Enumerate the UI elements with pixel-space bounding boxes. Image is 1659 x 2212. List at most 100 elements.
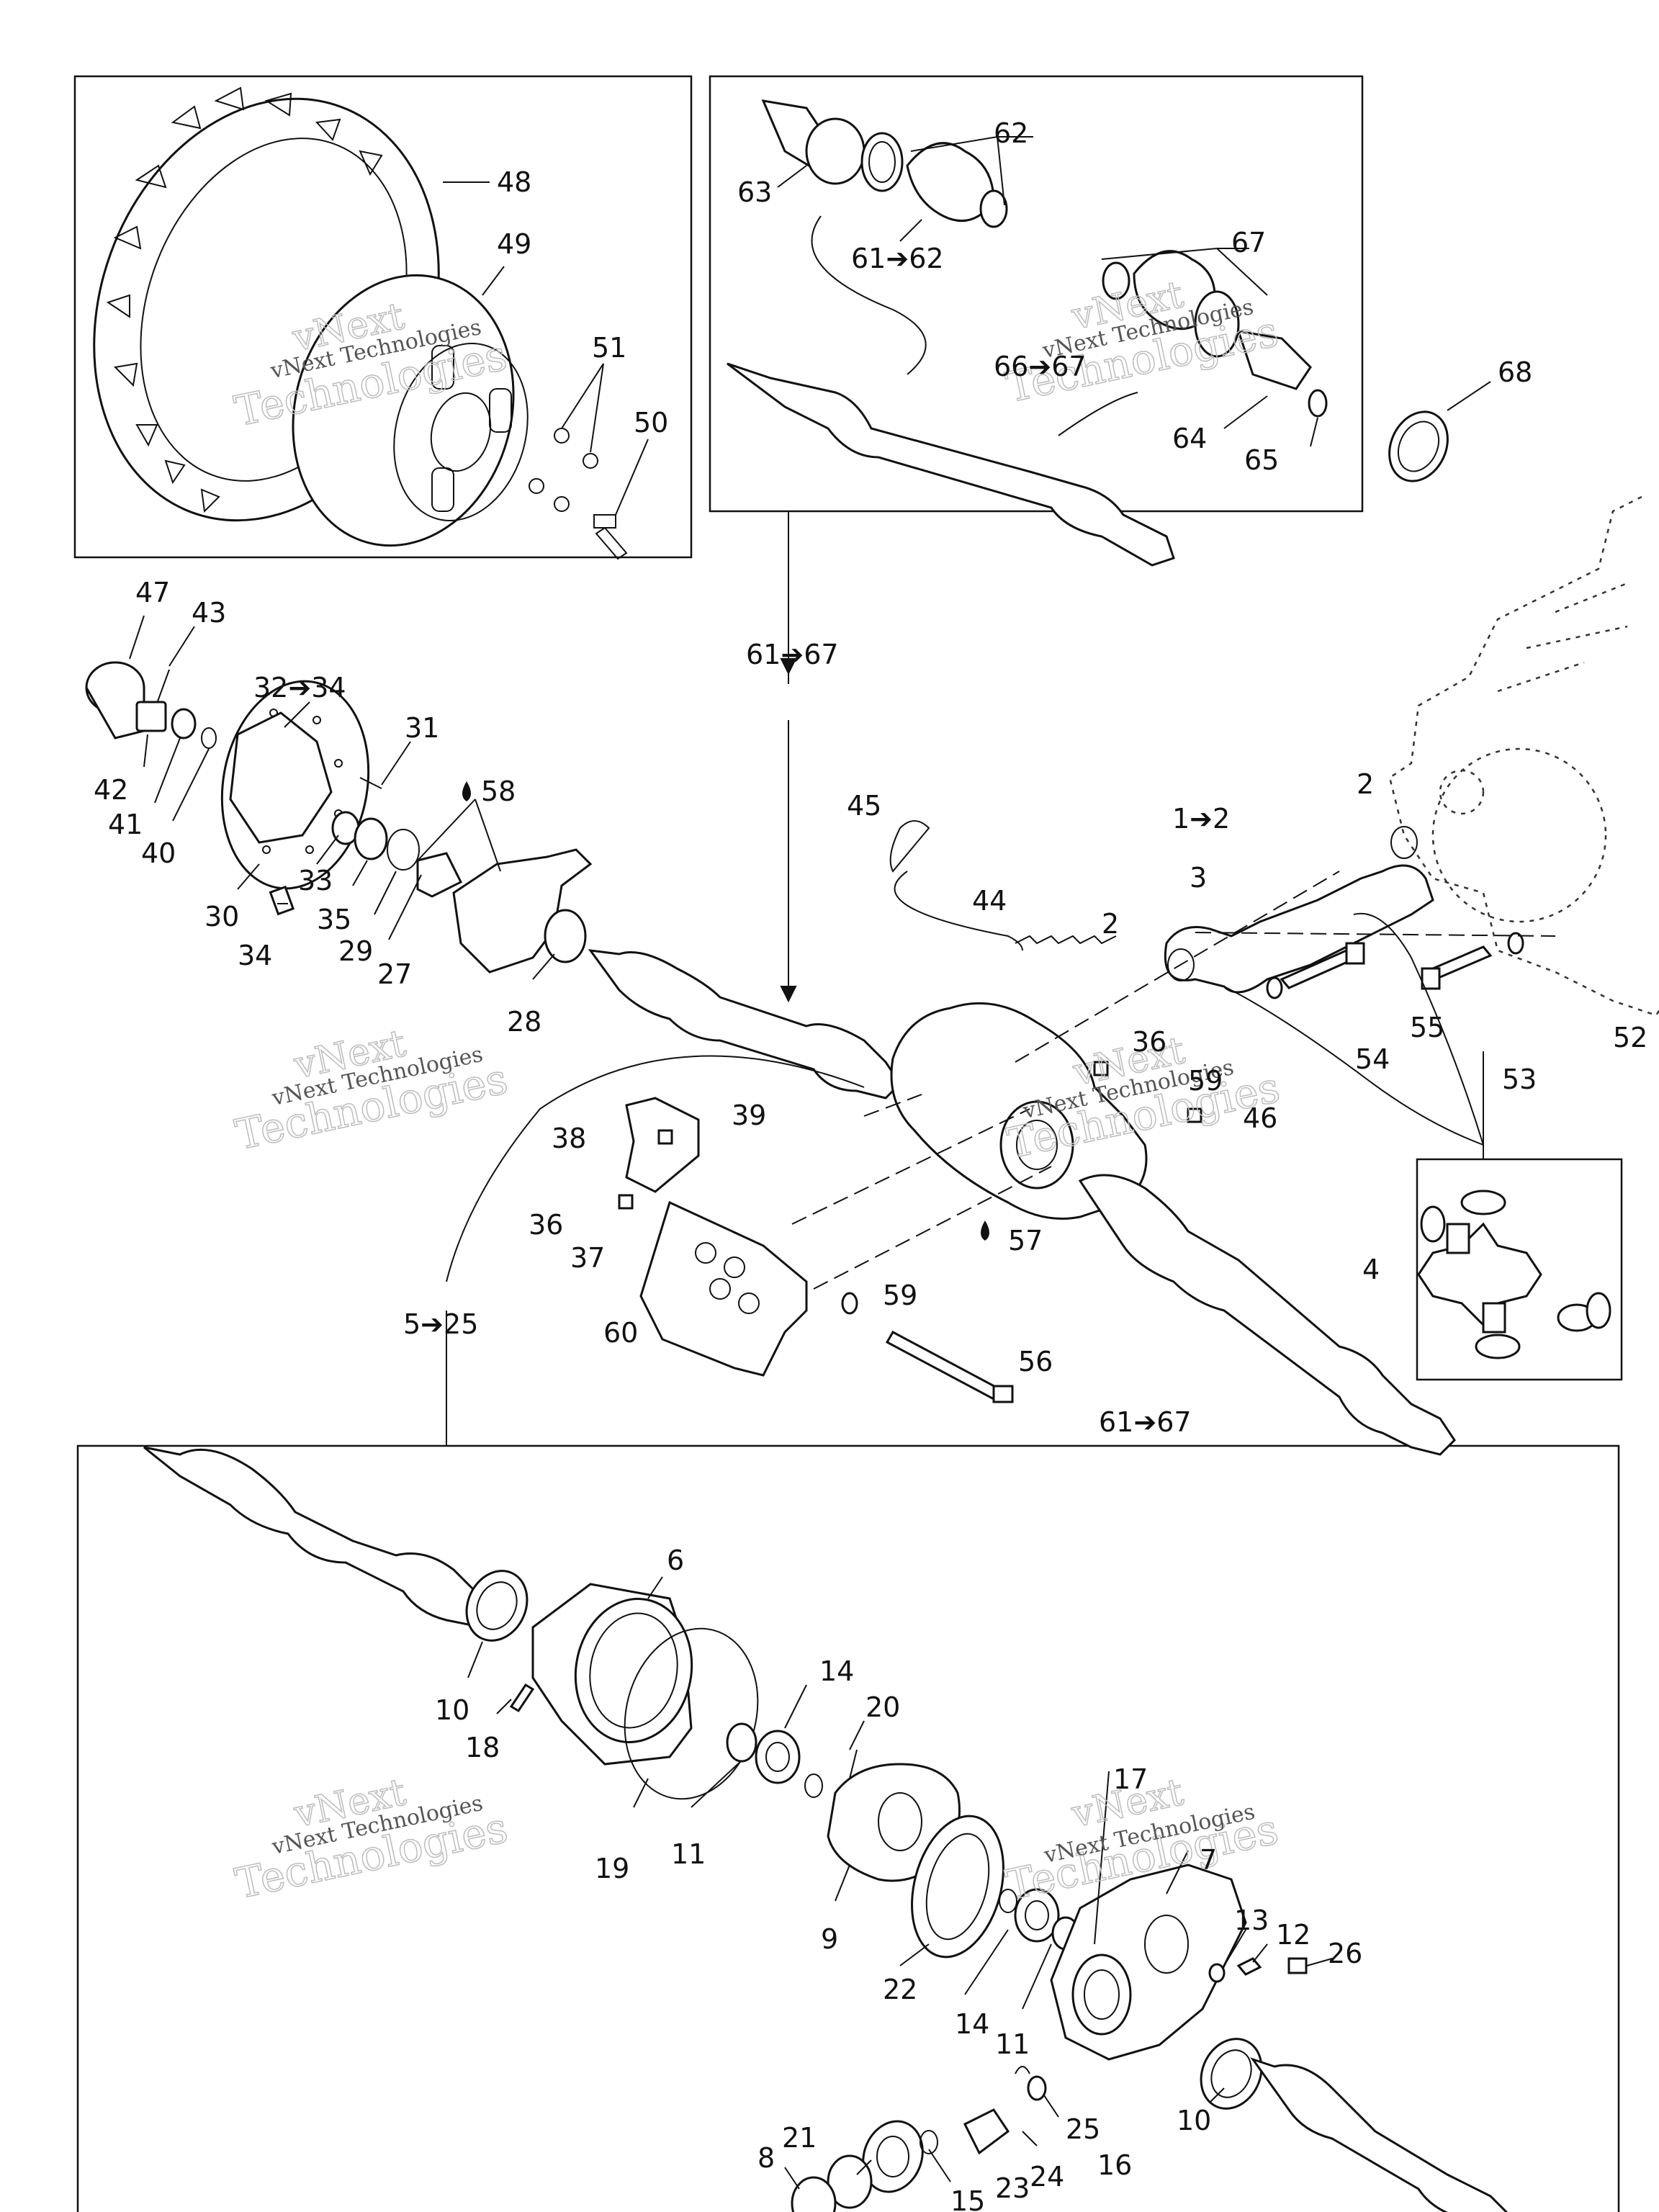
callout-61-67a: 61➔67 — [746, 639, 839, 670]
callout-30: 30 — [204, 901, 239, 932]
callout-68: 68 — [1498, 356, 1532, 388]
callout-61-62: 61➔62 — [851, 243, 944, 274]
callout-15: 15 — [950, 2185, 985, 2212]
callout-11a: 11 — [671, 1838, 706, 1870]
spring-icon — [1015, 935, 1117, 945]
callout-6: 6 — [667, 1545, 684, 1576]
callout-21: 21 — [782, 2122, 817, 2154]
wheel-inset-box — [73, 75, 693, 559]
propeller-shaft-icon — [1164, 826, 1434, 994]
callout-29: 29 — [338, 935, 373, 967]
callout-52: 52 — [1613, 1022, 1647, 1053]
u-joint-inset-box — [1416, 1158, 1623, 1381]
callout-42: 42 — [94, 774, 128, 806]
callout-18: 18 — [465, 1732, 500, 1763]
hose-clamp-icon — [889, 820, 930, 873]
callout-65: 65 — [1244, 444, 1279, 476]
cv-joint-inset-box — [709, 75, 1364, 513]
diff-main-housing-icon — [1050, 1863, 1247, 2061]
long-bolt-icon — [885, 1330, 1014, 1403]
callout-34: 34 — [238, 940, 272, 971]
callout-66-67: 66➔67 — [994, 351, 1087, 382]
callout-36a: 36 — [1132, 1026, 1166, 1058]
callout-41: 41 — [108, 809, 143, 840]
callout-2b: 2 — [1102, 908, 1119, 940]
seal-ring-icon — [1388, 410, 1449, 482]
callout-67a: 67 — [1231, 227, 1266, 258]
callout-20: 20 — [866, 1691, 900, 1723]
wheel-stud-icon — [593, 514, 628, 560]
diff-left-axle-icon — [143, 1446, 499, 1629]
callout-16: 16 — [1097, 2149, 1132, 2181]
diff-right-axle-icon — [1250, 2057, 1509, 2212]
cv-boot-icon — [906, 142, 1008, 228]
callout-4: 4 — [1362, 1254, 1380, 1285]
wheel-hub-icon — [229, 711, 333, 844]
cv-joint-outer-icon — [761, 99, 904, 192]
callout-32-34: 32➔34 — [253, 672, 346, 703]
callout-39: 39 — [732, 1100, 766, 1131]
callout-33: 33 — [298, 865, 333, 896]
callout-2a: 2 — [1357, 768, 1374, 800]
callout-1-2: 1➔2 — [1172, 803, 1230, 835]
washer-icon — [171, 708, 217, 749]
hub-bolt-icon — [269, 885, 295, 916]
callout-23: 23 — [995, 2172, 1030, 2204]
callout-3: 3 — [1190, 862, 1207, 894]
callout-51: 51 — [592, 332, 626, 364]
callout-28: 28 — [507, 1006, 541, 1038]
callout-50: 50 — [634, 407, 668, 439]
bolt-icon — [1280, 942, 1493, 990]
callout-36b: 36 — [529, 1209, 563, 1241]
callout-63: 63 — [737, 176, 772, 208]
callout-5-25: 5➔25 — [403, 1308, 478, 1340]
differential-housing-icon — [890, 1002, 1148, 1220]
cv-axle-shaft-icon — [727, 362, 1175, 567]
dust-cap-icon — [85, 661, 145, 739]
callout-19: 19 — [595, 1853, 629, 1884]
callout-61-67b: 61➔67 — [1099, 1406, 1192, 1438]
left-axle-shaft-icon — [588, 949, 902, 1100]
callout-13: 13 — [1234, 1905, 1269, 1936]
callout-9: 9 — [821, 1923, 838, 1955]
callout-60: 60 — [603, 1317, 638, 1349]
pinion-gear-icon — [963, 2066, 1047, 2155]
nut-icon — [618, 1061, 1202, 1315]
callout-12: 12 — [1276, 1919, 1310, 1951]
right-axle-shaft-icon — [1078, 1174, 1456, 1456]
callout-25: 25 — [1066, 2113, 1100, 2145]
callout-24: 24 — [1030, 2161, 1064, 2193]
callout-57: 57 — [1008, 1225, 1043, 1256]
callout-58: 58 — [481, 775, 516, 807]
callout-14b: 14 — [955, 2008, 989, 2040]
callout-11b: 11 — [995, 2028, 1030, 2060]
callout-43: 43 — [192, 597, 226, 629]
engine-outline-icon — [1388, 495, 1659, 1017]
callout-55: 55 — [1410, 1012, 1444, 1043]
cv-joint-inner-icon — [1102, 250, 1328, 418]
breather-fitting-icon — [1208, 1957, 1308, 1983]
housing-bolt-icon — [509, 1683, 535, 1713]
callout-37: 37 — [570, 1242, 605, 1274]
callout-26: 26 — [1328, 1938, 1362, 1969]
callout-8: 8 — [757, 2142, 775, 2174]
callout-64: 64 — [1172, 423, 1207, 454]
callout-38: 38 — [552, 1123, 586, 1154]
bearing-seal-icon — [331, 811, 463, 898]
steering-knuckle-icon — [452, 848, 593, 974]
callout-54: 54 — [1355, 1043, 1390, 1075]
callout-27: 27 — [377, 958, 412, 990]
callout-14a: 14 — [819, 1655, 854, 1687]
callout-59b: 59 — [883, 1280, 917, 1311]
lug-nuts-icon — [529, 428, 598, 512]
callout-46: 46 — [1243, 1102, 1277, 1134]
callout-53: 53 — [1502, 1064, 1537, 1095]
callout-59a: 59 — [1188, 1065, 1223, 1097]
castle-nut-icon — [135, 701, 167, 732]
callout-45: 45 — [847, 790, 881, 822]
callout-7: 7 — [1200, 1844, 1217, 1876]
callout-labels: 48 49 51 50 62 63 61➔62 67 66➔67 64 65 6… — [94, 117, 1647, 2212]
callout-56: 56 — [1018, 1346, 1053, 1377]
callout-17: 17 — [1113, 1763, 1148, 1795]
diff-cover-housing-icon — [531, 1583, 693, 1766]
